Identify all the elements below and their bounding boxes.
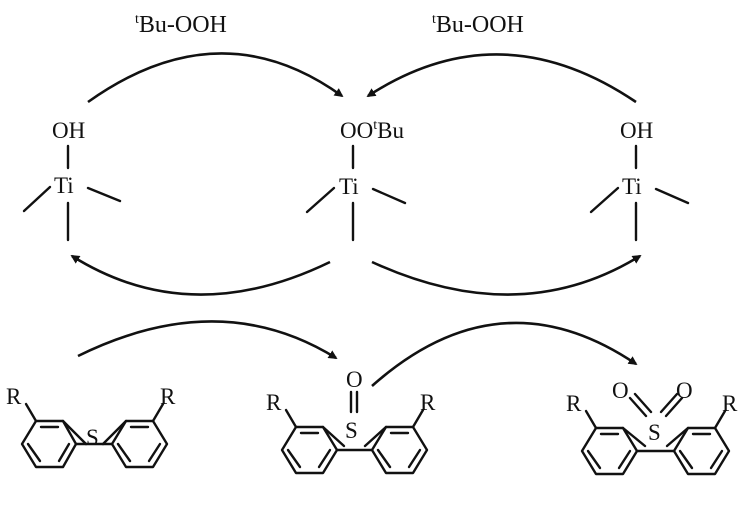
arrow-regenerate-right [366, 53, 637, 104]
sulfoxide-sulfur-label: S [345, 418, 358, 443]
sulfoxide-r-bond-left [284, 408, 298, 429]
sulfoxide-r-label-right: R [420, 390, 436, 415]
sulfone-sulfur-label: S [648, 420, 661, 445]
arrow-ti-return-right [371, 254, 642, 296]
sulfone-right-inner-bond-2 [709, 449, 724, 470]
reagent-right-label: tBu-OOH [432, 12, 524, 38]
dbt-r-label-left: R [6, 384, 22, 409]
sulfone-so-left-bond-1 [628, 396, 648, 418]
molecule-dibenzothiophene: S R R [6, 384, 176, 469]
dbt-r-bond-right [151, 402, 165, 423]
dbt-s-bond-right [101, 419, 128, 446]
reagent-left-main: Bu-OOH [139, 12, 227, 38]
dbt-right-inner-bond-3 [116, 442, 132, 463]
ti-right-metal-label: Ti [622, 174, 642, 199]
ti-middle-superscript: t [373, 118, 377, 133]
dbt-left-inner-bond-2 [57, 442, 71, 463]
ti-left-ligand-bond-left [22, 185, 52, 213]
titanium-peroxo-middle: OOtBu Ti [305, 118, 407, 242]
ti-middle-bu-text: Bu [377, 118, 404, 143]
molecule-sulfone: O O S R R [566, 378, 738, 476]
sulfone-r-label-right: R [722, 391, 738, 416]
sulfone-so-right-bond-2 [664, 396, 684, 418]
sulfone-r-bond-left [584, 409, 598, 430]
sulfoxide-left-inner-bond-2 [317, 448, 332, 469]
sulfone-s-bond-right [665, 426, 690, 448]
ti-right-oh-label: OH [620, 118, 653, 143]
sulfoxide-right-inner-bond-3 [376, 448, 392, 469]
dbt-sulfur-label: S [86, 425, 99, 450]
ti-middle-ligand-bond-right [371, 187, 407, 205]
sulfone-r-label-left: R [566, 391, 582, 416]
ti-middle-metal-label: Ti [339, 174, 359, 199]
dbt-left-inner-bond-3 [26, 442, 42, 463]
sulfoxide-s-bond-right [363, 425, 388, 448]
sulfone-so-left-bond-2 [633, 392, 653, 414]
sulfoxide-r-label-left: R [266, 390, 282, 415]
reagent-left-superscript: t [135, 12, 139, 27]
arrow-ti-return-left [70, 254, 331, 296]
ti-middle-oo-text: OO [340, 118, 373, 143]
reagent-right-main: Bu-OOH [436, 12, 524, 38]
titanium-hydroxo-right: OH Ti [589, 118, 690, 242]
reagent-right-superscript: t [432, 12, 436, 27]
sulfoxide-oxygen-label: O [346, 367, 363, 392]
sulfone-right-inner-bond-3 [678, 449, 694, 470]
arrow-oxidation-second [371, 321, 638, 387]
reagent-left-label: tBu-OOH [135, 12, 227, 38]
dbt-right-inner-bond-2 [147, 442, 162, 463]
ti-left-ligand-bond-right [86, 186, 122, 203]
ti-left-oh-label: OH [52, 118, 85, 143]
molecule-sulfoxide: O S R R [266, 367, 436, 475]
ti-right-ligand-bond-left [589, 186, 620, 214]
arrow-regenerate-left [87, 52, 344, 104]
sulfone-left-inner-bond-2 [617, 449, 632, 470]
sulfoxide-right-inner-bond-2 [407, 448, 422, 469]
dbt-r-label-right: R [160, 384, 176, 409]
ti-left-metal-label: Ti [54, 173, 74, 198]
sulfone-so-right-bond-1 [659, 392, 679, 414]
ti-right-ligand-bond-right [654, 187, 690, 205]
ti-middle-ligand-bond-left [305, 186, 336, 214]
sulfoxide-r-bond-right [411, 408, 425, 429]
sulfoxide-left-inner-bond-3 [286, 448, 302, 469]
titanium-hydroxo-left: OH Ti [22, 118, 122, 242]
ti-middle-top-label: OOtBu [340, 118, 404, 143]
sulfone-oxygen-right-label: O [676, 378, 693, 403]
arrow-oxidation-first [77, 320, 338, 360]
sulfone-r-bond-right [713, 409, 727, 430]
sulfoxide-s-bond-left [321, 425, 346, 448]
dbt-s-bond-left [61, 419, 88, 446]
sulfone-left-inner-bond-3 [586, 449, 602, 470]
sulfone-oxygen-left-label: O [612, 378, 629, 403]
dbt-r-bond-left [24, 402, 38, 423]
sulfone-s-bond-left [621, 426, 647, 448]
